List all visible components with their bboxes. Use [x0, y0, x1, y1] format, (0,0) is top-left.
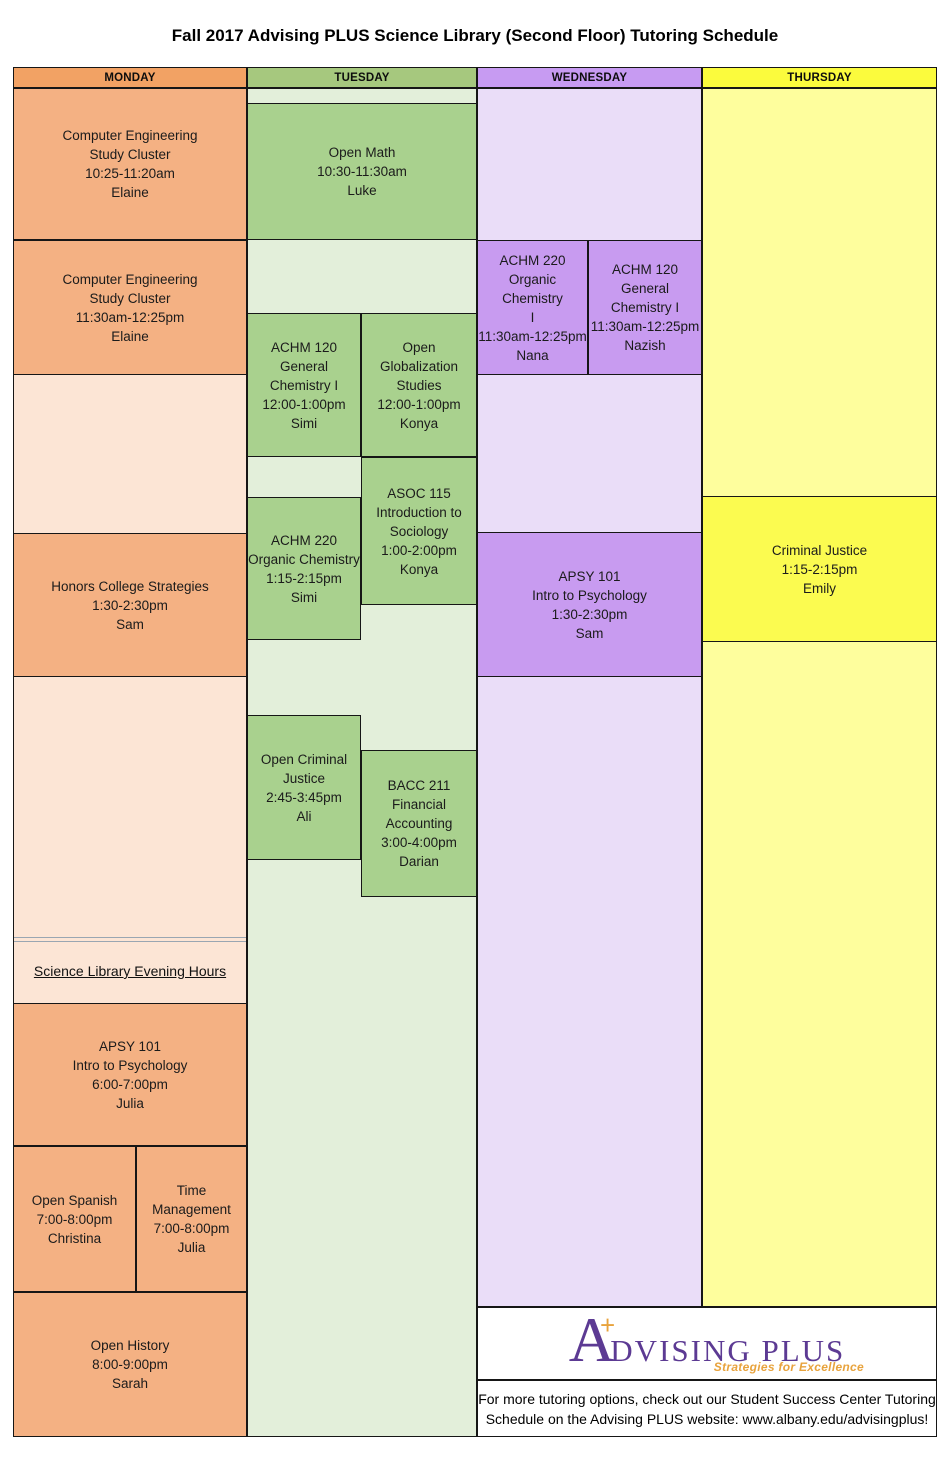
cell-monday-apsy-101: APSY 101 Intro to Psychology 6:00-7:00pm…: [13, 1003, 247, 1146]
cell-tuesday-bacc-211: BACC 211 Financial Accounting 3:00-4:00p…: [361, 750, 477, 897]
wednesday-header: WEDNESDAY: [477, 67, 702, 88]
cell-monday-computer-engineering-am: Computer Engineering Study Cluster 10:25…: [13, 88, 247, 240]
advising-plus-wordmark: A+DVISING PLUS: [478, 1307, 936, 1373]
cell-wednesday-apsy-101: APSY 101 Intro to Psychology 1:30-2:30pm…: [477, 532, 702, 677]
footer-note: For more tutoring options, check out our…: [477, 1380, 937, 1437]
logo-plus-icon: +: [599, 1310, 616, 1340]
thursday-header: THURSDAY: [702, 67, 937, 88]
cell-monday-open-history: Open History 8:00-9:00pm Sarah: [13, 1292, 247, 1437]
monday-header: MONDAY: [13, 67, 247, 88]
evening-hours-divider: [14, 937, 246, 942]
thursday-column-background: [702, 88, 937, 1307]
cell-monday-time-management: Time Management 7:00-8:00pm Julia: [136, 1146, 247, 1292]
cell-tuesday-open-math: Open Math 10:30-11:30am Luke: [247, 103, 477, 240]
cell-tuesday-achm-220: ACHM 220 Organic Chemistry 1:15-2:15pm S…: [247, 497, 361, 640]
page-title: Fall 2017 Advising PLUS Science Library …: [171, 26, 779, 45]
science-library-evening-hours-heading: Science Library Evening Hours: [33, 963, 227, 979]
tuesday-header: TUESDAY: [247, 67, 477, 88]
logo-letter-a: A: [568, 1304, 615, 1375]
logo-wordmark-rest: DVISING PLUS: [610, 1333, 846, 1368]
cell-tuesday-asoc-115: ASOC 115 Introduction to Sociology 1:00-…: [361, 457, 477, 605]
cell-tuesday-open-globalization-studies: Open Globalization Studies 12:00-1:00pm …: [361, 313, 477, 457]
cell-monday-honors-college-strategies: Honors College Strategies 1:30-2:30pm Sa…: [13, 533, 247, 677]
cell-monday-open-spanish: Open Spanish 7:00-8:00pm Christina: [13, 1146, 136, 1292]
cell-tuesday-open-criminal-justice: Open Criminal Justice 2:45-3:45pm Ali: [247, 715, 361, 860]
cell-wednesday-achm-120: ACHM 120 General Chemistry I 11:30am-12:…: [588, 240, 702, 375]
cell-thursday-criminal-justice: Criminal Justice 1:15-2:15pm Emily: [702, 496, 937, 642]
cell-tuesday-achm-120: ACHM 120 General Chemistry I 12:00-1:00p…: [247, 313, 361, 457]
cell-wednesday-achm-220: ACHM 220 Organic Chemistry I 11:30am-12:…: [477, 240, 588, 375]
advising-plus-logo: A+DVISING PLUS Strategies for Excellence: [477, 1307, 937, 1380]
logo-tagline: Strategies for Excellence: [713, 1360, 864, 1374]
advising-plus-logo-inner: A+DVISING PLUS Strategies for Excellence: [478, 1307, 936, 1379]
cell-monday-computer-engineering-noon: Computer Engineering Study Cluster 11:30…: [13, 240, 247, 375]
